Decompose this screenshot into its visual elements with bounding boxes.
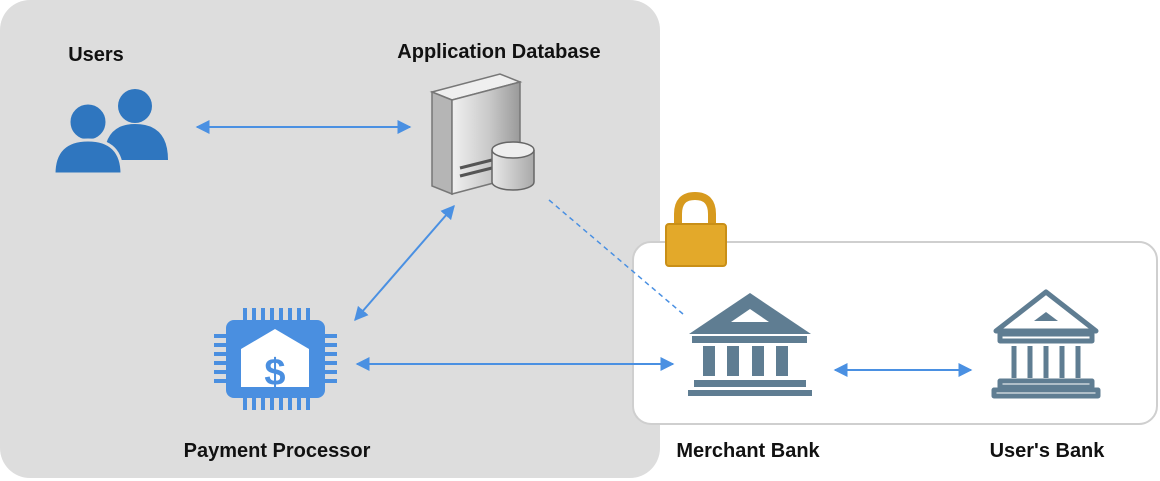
users-icon [52, 89, 168, 176]
users-bank-icon [991, 289, 1101, 399]
application-zone [0, 0, 660, 478]
users-label: Users [68, 44, 124, 66]
dollar-sign-icon: $ [264, 352, 285, 394]
payment-chip-icon: $ [214, 308, 337, 410]
dashed-link-database-merchant-bank [548, 199, 684, 315]
database-server-icon [429, 73, 535, 196]
merchant-bank-icon [688, 293, 812, 396]
users-bank-label: User's Bank [989, 440, 1105, 462]
lock-icon [665, 191, 727, 267]
payment-processor-label: Payment Processor [183, 440, 371, 462]
application-database-label: Application Database [397, 41, 601, 63]
arrow-processor-database [354, 204, 455, 322]
merchant-bank-label: Merchant Bank [676, 440, 820, 462]
